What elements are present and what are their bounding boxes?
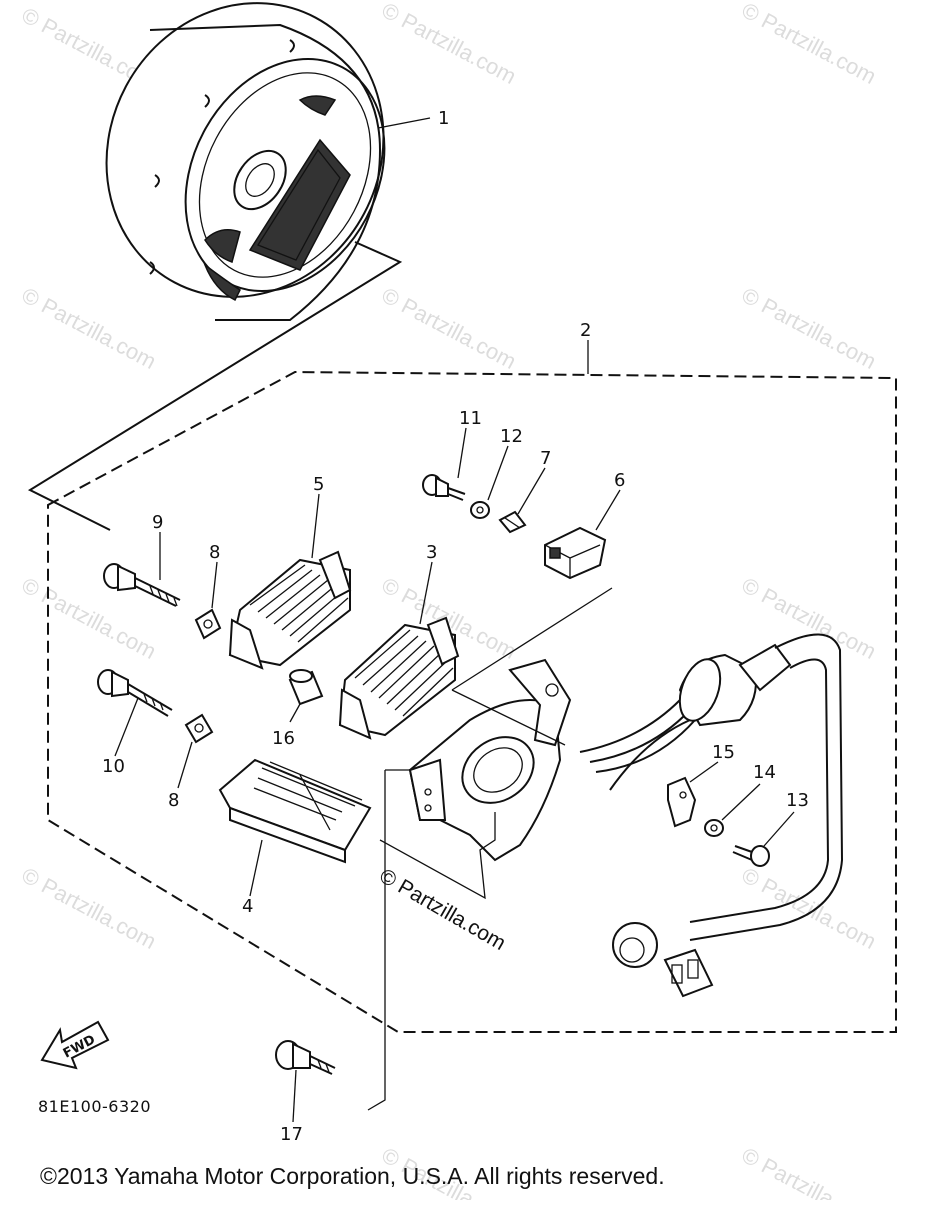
watermark: © Partzilla.com [18, 282, 161, 374]
callout-16: 16 [272, 728, 295, 749]
watermark: © Partzilla.com [18, 862, 161, 954]
watermark: © Partzilla.com [378, 0, 521, 89]
coil-3 [338, 561, 460, 740]
bolt-9 [103, 532, 181, 607]
callout-7: 7 [540, 448, 551, 469]
flywheel-rotor [105, 2, 431, 321]
stator-assembly-box [47, 370, 897, 1033]
bolt-11 [422, 427, 467, 501]
watermark: © Partzilla.com [378, 282, 521, 374]
callout-13: 13 [786, 790, 809, 811]
copyright-text: ©2013 Yamaha Motor Corporation, U.S.A. A… [40, 1163, 665, 1189]
callout-11: 11 [459, 408, 482, 429]
callout-9: 9 [152, 512, 163, 533]
bolt-17 [275, 1040, 336, 1123]
callout-14: 14 [753, 762, 776, 783]
callout-3: 3 [426, 542, 437, 563]
watermark: © Partzilla.com [738, 0, 881, 89]
washer-12 [470, 445, 509, 519]
watermark: © Partzilla.com [738, 1142, 881, 1200]
callout-2: 2 [580, 320, 591, 341]
stator-base-plate [367, 587, 613, 1111]
washer-8-lower [177, 713, 214, 789]
watermark: © Partzilla.com [738, 282, 881, 374]
coil-5 [228, 493, 352, 670]
callout-15: 15 [712, 742, 735, 763]
center-watermark: © Partzilla.com [376, 864, 510, 955]
callout-12: 12 [500, 426, 523, 447]
callout-6: 6 [614, 470, 625, 491]
bolt-10 [97, 669, 173, 757]
clip-7 [498, 467, 546, 534]
callout-10: 10 [102, 756, 125, 777]
watermark: © Partzilla.com [738, 572, 881, 664]
callout-8-lower: 8 [168, 790, 179, 811]
screw-13 [732, 811, 795, 867]
rotor-leader [27, 241, 403, 531]
callout-1: 1 [438, 108, 449, 129]
collar-16 [288, 669, 324, 723]
callout-4: 4 [242, 896, 253, 917]
watermark: © Partzilla.com [738, 862, 881, 954]
wire-harness [579, 633, 844, 998]
washer-14 [704, 783, 761, 837]
cdi-unit-4 [218, 758, 372, 897]
callout-5: 5 [313, 474, 324, 495]
washer-8-upper [194, 561, 222, 640]
fwd-arrow-icon: FWD [40, 1020, 110, 1070]
callout-17: 17 [280, 1124, 303, 1145]
watermark: © Partzilla.com [18, 572, 161, 664]
clamp-15 [667, 761, 719, 828]
callout-8-upper: 8 [209, 542, 220, 563]
diagram-code: 81E100-6320 [38, 1097, 151, 1116]
pulser-coil-6 [544, 489, 621, 580]
